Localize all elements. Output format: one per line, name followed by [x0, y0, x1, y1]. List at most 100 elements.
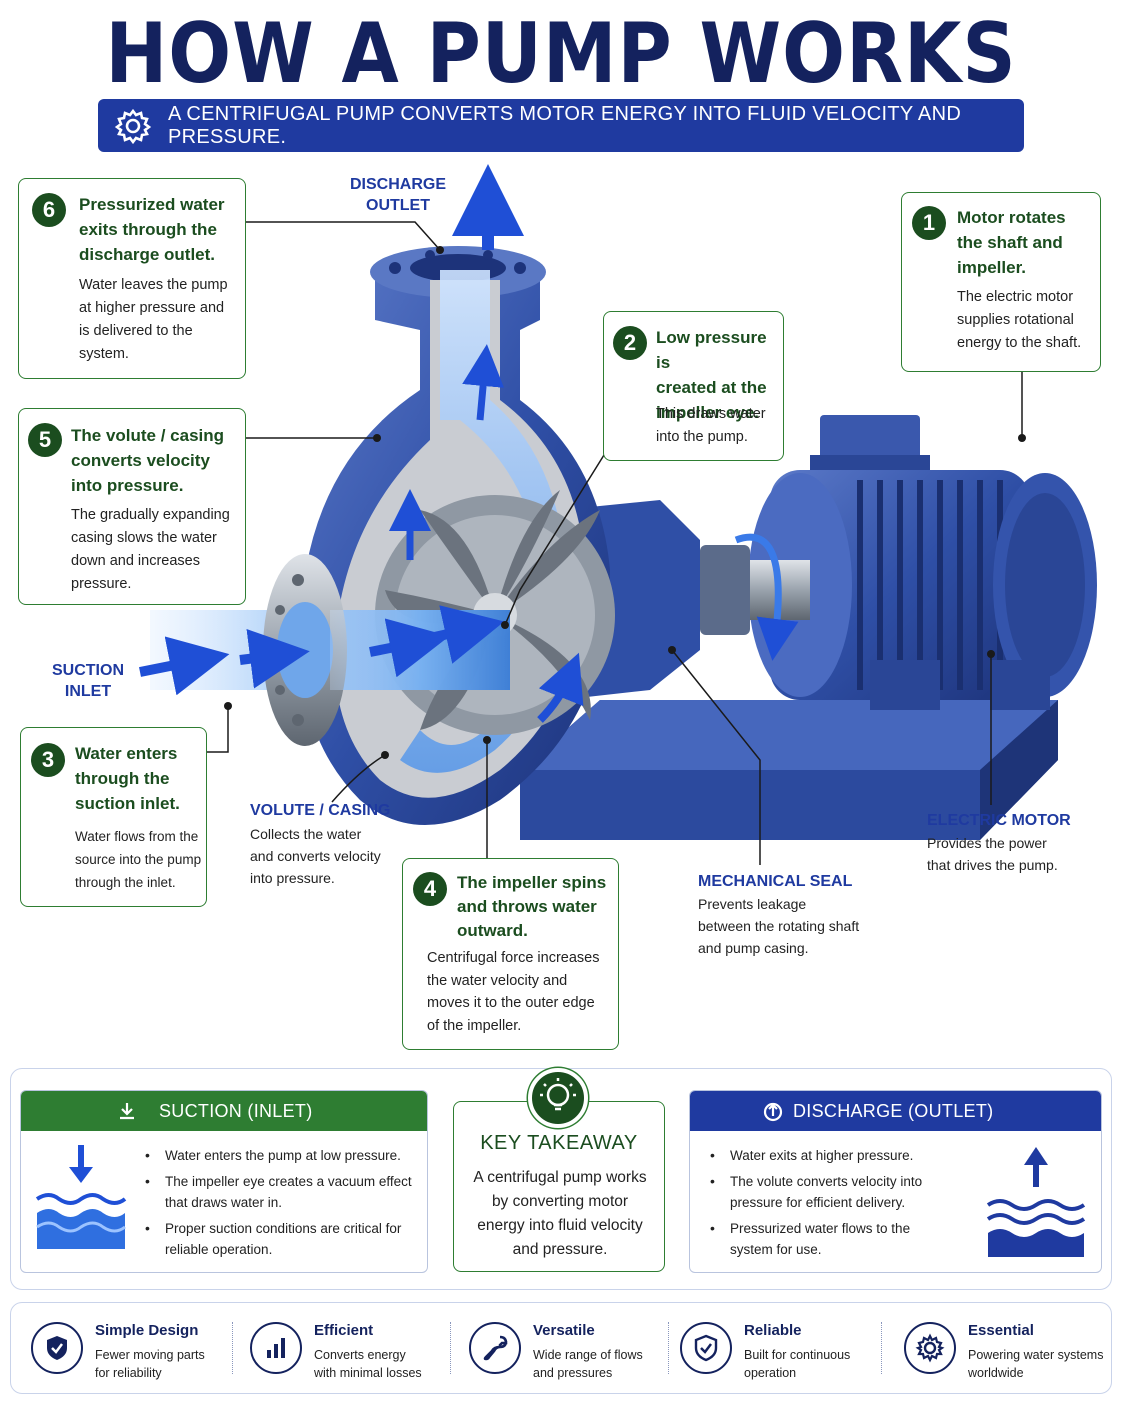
body-line: Centrifugal force increases [427, 950, 600, 966]
list-item: The volute converts velocity intopressur… [708, 1171, 922, 1213]
heading-line: converts velocity [71, 451, 210, 470]
desc-line: Provides the power [927, 835, 1047, 851]
subtitle-banner: A CENTRIFUGAL PUMP CONVERTS MOTOR ENERGY… [98, 99, 1024, 152]
suction-panel: SUCTION (INLET) Water enters the pump at… [20, 1090, 428, 1273]
step-number: 4 [413, 872, 447, 906]
takeaway-line: energy into fluid velocity [477, 1217, 643, 1234]
body-line: is delivered to the [79, 323, 193, 339]
desc-line: that drives the pump. [927, 857, 1058, 873]
pump-illustration [139, 164, 1097, 865]
gear-icon [904, 1322, 956, 1374]
list-line: pressure for efficient delivery. [730, 1195, 906, 1210]
list-line: Pressurized water flows to the [730, 1221, 911, 1236]
heading-line: The volute / casing [71, 426, 225, 445]
subtitle-text: A CENTRIFUGAL PUMP CONVERTS MOTOR ENERGY… [168, 102, 962, 148]
body-line: Water leaves the pump [79, 277, 228, 293]
divider [668, 1322, 669, 1374]
heading-line: Motor rotates [957, 208, 1066, 227]
step-number: 1 [912, 206, 946, 240]
suction-inlet-label-line: SUCTION [52, 662, 124, 679]
divider [881, 1322, 882, 1374]
list-line: that draws water in. [165, 1195, 283, 1210]
step-body: Water flows from the source into the pum… [75, 825, 201, 894]
desc-line: Wide range of flows [533, 1348, 643, 1362]
step-5-callout: 5 The volute / casing converts velocity … [18, 408, 246, 605]
body-line: through the inlet. [75, 875, 176, 890]
suction-inlet-label-line: INLET [64, 683, 112, 700]
takeaway-line: and pressure. [512, 1241, 608, 1258]
step-heading: Water enters through the suction inlet. [75, 741, 180, 816]
list-line: The impeller eye creates a vacuum effect [165, 1174, 412, 1189]
suction-panel-title: SUCTION (INLET) [159, 1100, 313, 1121]
desc-line: Prevents leakage [698, 896, 807, 912]
heading-line: impeller eye. [656, 403, 760, 422]
inflow-arrows [139, 605, 505, 696]
discharge-panel-title: DISCHARGE (OUTLET) [793, 1100, 994, 1121]
download-icon [120, 1103, 134, 1120]
heading-line: into pressure. [71, 476, 184, 495]
list-line: Proper suction conditions are critical f… [165, 1221, 402, 1236]
body-line: into the pump. [656, 429, 748, 445]
volute-casing-label: VOLUTE / CASING [250, 802, 391, 819]
suction-panel-header: SUCTION (INLET) [21, 1091, 427, 1131]
body-line: the water velocity and [427, 972, 568, 989]
leader-lines [207, 221, 1023, 865]
takeaway-line: by converting motor [491, 1193, 629, 1210]
body-line: of the impeller. [427, 1017, 522, 1034]
step-body: This draws water into the pump. [656, 403, 766, 449]
feature-title: Efficient [314, 1322, 374, 1339]
heading-line: exits through the [79, 220, 217, 239]
body-line: Water flows from the [75, 829, 199, 844]
shield-check-icon [31, 1322, 83, 1374]
step-heading: The impeller spins and throws water outw… [457, 871, 606, 943]
step-2-callout: 2 Low pressure is created at the impelle… [603, 311, 784, 461]
discharge-outlet-label-line: DISCHARGE [349, 176, 446, 193]
desc-line: and pump casing. [698, 940, 809, 956]
desc-line: Powering water systems [968, 1348, 1104, 1362]
bar-chart-icon [250, 1322, 302, 1374]
heading-line: Water enters [75, 744, 178, 763]
list-item: Water exits at higher pressure. [708, 1145, 922, 1166]
list-line: Water enters the pump at low pressure. [165, 1148, 401, 1163]
step-heading: Pressurized water exits through the disc… [79, 192, 225, 267]
base-plate [520, 700, 1058, 840]
heading-line: Low pressure is [656, 328, 767, 372]
heading-line: outward. [457, 921, 528, 940]
page-title: HOW A PUMP WORKS [105, 6, 1017, 103]
feature-title: Versatile [533, 1322, 595, 1339]
step-1-callout: 1 Motor rotates the shaft and impeller. … [901, 192, 1101, 372]
feature-title: Reliable [744, 1322, 802, 1339]
wrench-icon [469, 1322, 521, 1374]
heading-line: impeller. [957, 258, 1026, 277]
heading-line: Pressurized water [79, 195, 225, 214]
water-outflow-icon [986, 1147, 1086, 1257]
step-body: The electric motor supplies rotational e… [957, 286, 1081, 355]
desc-line: Built for continuous [744, 1348, 851, 1362]
list-line: system for use. [730, 1242, 822, 1257]
heading-line: discharge outlet. [79, 245, 216, 264]
list-line: reliable operation. [165, 1242, 273, 1257]
desc-line: Collects the water [250, 826, 362, 842]
feature-desc: Built for continuous operation [744, 1346, 850, 1382]
desc-line: for reliability [95, 1366, 162, 1380]
electric-motor-desc: Provides the power that drives the pump. [927, 832, 1058, 876]
step-body: Centrifugal force increases the water ve… [427, 947, 599, 1037]
list-item: Proper suction conditions are critical f… [143, 1218, 412, 1260]
body-line: moves it to the outer edge [427, 995, 595, 1011]
list-item: The impeller eye creates a vacuum effect… [143, 1171, 412, 1213]
body-line: source into the pump [75, 852, 202, 867]
takeaway-line: A centrifugal pump works [473, 1169, 647, 1186]
gear-icon [114, 108, 152, 145]
list-item: Water enters the pump at low pressure. [143, 1145, 412, 1166]
heading-line: and throws water [457, 897, 597, 916]
desc-line: Converts energy [314, 1348, 406, 1362]
discharge-outlet-label: DISCHARGE OUTLET [340, 174, 456, 216]
suction-panel-list: Water enters the pump at low pressure. T… [143, 1145, 412, 1265]
outflow-icon [763, 1102, 783, 1122]
desc-line: operation [744, 1366, 797, 1380]
volute-casing-desc: Collects the water and converts velocity… [250, 823, 381, 889]
body-line: casing slows the water [71, 530, 217, 546]
step-body: The gradually expanding casing slows the… [71, 504, 230, 596]
electric-motor-label: ELECTRIC MOTOR [927, 812, 1071, 829]
